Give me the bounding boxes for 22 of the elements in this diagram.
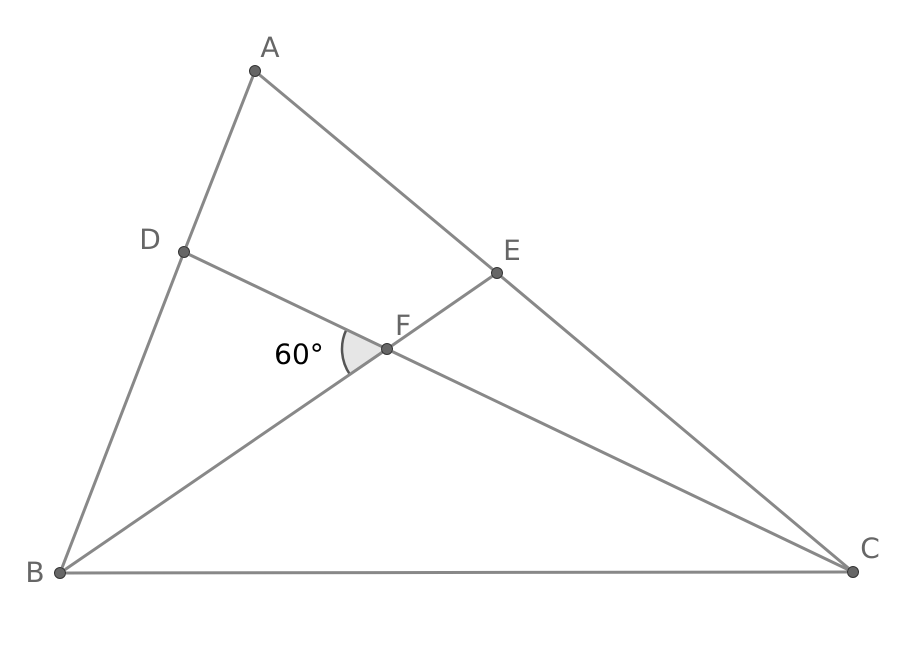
point-marker	[381, 343, 393, 355]
point-label: E	[503, 237, 521, 265]
point-marker	[491, 267, 503, 279]
point-label: D	[139, 226, 161, 254]
point-label: A	[260, 34, 280, 62]
point-label: F	[394, 312, 412, 340]
point-marker	[847, 566, 859, 578]
line-segment	[184, 76, 254, 247]
line-segment	[66, 570, 847, 574]
line-segment	[60, 257, 184, 568]
point-label: B	[25, 559, 45, 587]
line-segment	[392, 350, 848, 571]
point-marker	[249, 65, 261, 77]
line-segment	[258, 74, 494, 270]
line-segment	[391, 275, 493, 347]
point-marker	[54, 567, 66, 579]
line-segment	[64, 351, 383, 571]
angle-label: 60°	[274, 341, 324, 369]
line-segment	[500, 276, 850, 570]
line-segment	[188, 253, 382, 348]
point-marker	[178, 246, 190, 258]
point-label: C	[860, 535, 880, 563]
